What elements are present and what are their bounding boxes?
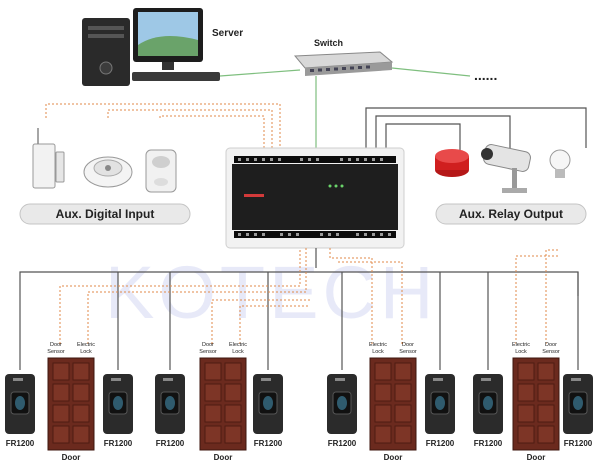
watermark: KOTECH — [105, 251, 437, 334]
door: Door — [369, 357, 417, 462]
fr1200-reader: FR1200 — [5, 374, 35, 448]
door-top-label-right-2: Sensor — [399, 349, 417, 355]
aux-input-devices — [32, 128, 177, 193]
door-top-label-right-2: Lock — [232, 349, 244, 355]
aux-output-label: Aux. Relay Output — [459, 207, 563, 221]
reader-label: FR1200 — [474, 439, 503, 448]
door-top-label-right: Door — [545, 342, 557, 348]
reader-label: FR1200 — [254, 439, 283, 448]
door: Door — [512, 357, 560, 462]
keyboard — [132, 72, 220, 81]
reader-label: FR1200 — [156, 439, 185, 448]
server-computer: Server — [82, 8, 243, 86]
door-top-label-left: Electric — [369, 342, 387, 348]
door-sensor-wires — [59, 248, 560, 344]
reader-label: FR1200 — [564, 439, 593, 448]
server-label: Server — [212, 28, 243, 39]
door-contact-sensor — [32, 128, 65, 189]
door-top-label-left-2: Lock — [372, 349, 384, 355]
reader-label: FR1200 — [426, 439, 455, 448]
door-top-label-left-2: Lock — [515, 349, 527, 355]
controller-logo — [244, 194, 264, 197]
door-top-label-right: Electric — [229, 342, 247, 348]
motion-pir-sensor — [145, 149, 177, 193]
aux-input-pill: Aux. Digital Input — [19, 203, 191, 225]
fr1200-reader: FR1200 — [155, 374, 185, 448]
door-bus-wires — [19, 248, 579, 370]
door: Door — [199, 357, 247, 462]
fr1200-reader: FR1200 — [425, 374, 455, 448]
door-top-label-left-2: Sensor — [199, 349, 217, 355]
smoke-detector — [83, 156, 133, 188]
more-devices-dots: ...... — [474, 67, 497, 83]
alarm-siren — [435, 149, 469, 177]
fr1200-reader: FR1200 — [253, 374, 283, 448]
fr1200-reader: FR1200 — [473, 374, 503, 448]
reader-label: FR1200 — [6, 439, 35, 448]
door-top-label-right-2: Sensor — [542, 349, 560, 355]
reader-label: FR1200 — [104, 439, 133, 448]
door-label: Door — [384, 453, 403, 462]
door-top-label-left: Door — [50, 342, 62, 348]
door: Door — [47, 357, 95, 462]
door-top-label-right: Electric — [77, 342, 95, 348]
switch-label: Switch — [314, 38, 343, 48]
input-wires — [45, 103, 281, 150]
output-wires — [365, 107, 587, 150]
fr1200-reader: FR1200 — [327, 374, 357, 448]
aux-output-devices — [435, 144, 571, 193]
fr1200-reader: FR1200 — [563, 374, 593, 448]
fr1200-reader: FR1200 — [103, 374, 133, 448]
door-top-label-right-2: Lock — [80, 349, 92, 355]
reader-label: FR1200 — [328, 439, 357, 448]
door-label: Door — [214, 453, 233, 462]
aux-output-pill: Aux. Relay Output — [435, 203, 587, 225]
door-top-label-left-2: Sensor — [47, 349, 65, 355]
network-switch: Switch ...... — [293, 38, 497, 83]
door-top-label-left: Electric — [512, 342, 530, 348]
cctv-camera — [481, 144, 531, 193]
door-label: Door — [527, 453, 546, 462]
light-bulb — [549, 149, 571, 178]
aux-input-label: Aux. Digital Input — [56, 207, 155, 221]
door-top-label-left: Door — [202, 342, 214, 348]
access-controller — [225, 147, 405, 249]
door-label: Door — [62, 453, 81, 462]
door-top-label-right: Door — [402, 342, 414, 348]
